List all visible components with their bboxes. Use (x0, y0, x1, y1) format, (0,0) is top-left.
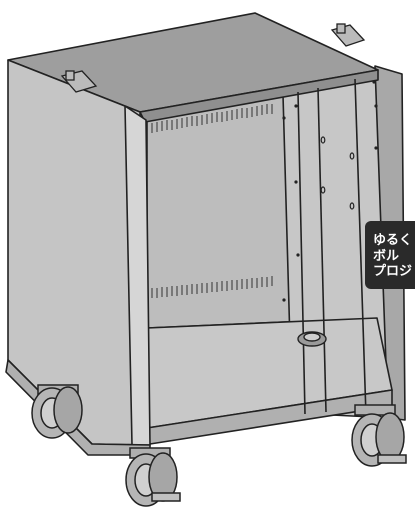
hinge-right (330, 23, 366, 47)
caster-left-back (31, 384, 83, 439)
caster-left-front (125, 447, 181, 507)
hinge-left (60, 70, 98, 93)
vent-top (151, 104, 273, 133)
callout-line-3: プロジ (373, 264, 413, 279)
caster-right-front (351, 404, 407, 467)
callout-line-1: ゆるく (373, 233, 413, 248)
mounting-holes (282, 80, 378, 302)
oval-holes (320, 136, 355, 210)
cable-hole (297, 331, 327, 347)
callout-label: ゆるく ボル プロジ (365, 221, 415, 289)
vent-bottom (151, 276, 273, 298)
callout-line-2: ボル (373, 248, 400, 264)
